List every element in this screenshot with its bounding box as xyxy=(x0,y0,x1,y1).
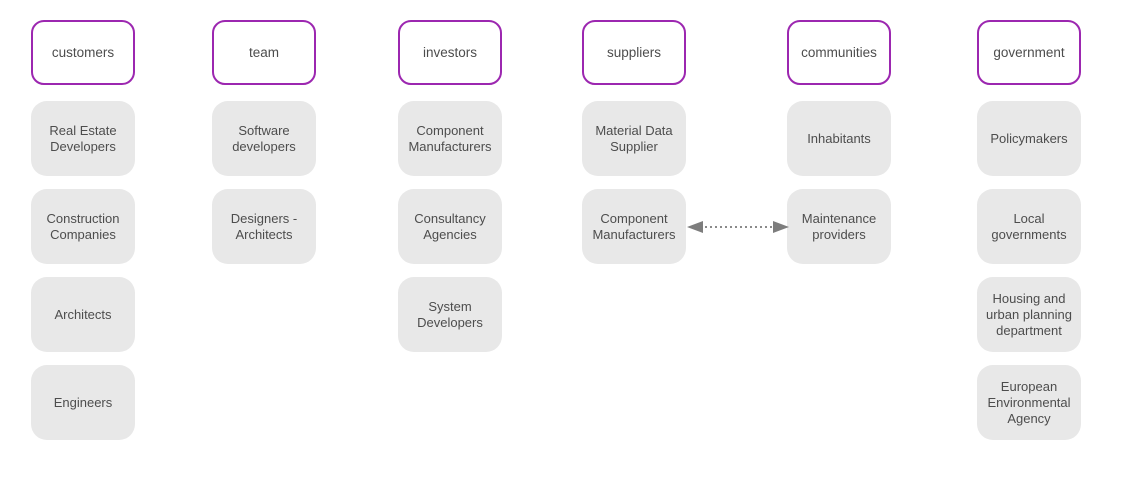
stakeholder-card[interactable]: Component Manufacturers xyxy=(582,189,686,264)
stakeholder-card[interactable]: Housing and urban planning department xyxy=(977,277,1081,352)
stakeholder-card[interactable]: Software developers xyxy=(212,101,316,176)
stakeholder-card-label: European Environmental Agency xyxy=(987,378,1071,426)
stakeholder-card-label: Inhabitants xyxy=(807,130,871,146)
group-header-label: suppliers xyxy=(606,45,662,60)
column-team: team Software developers Designers - Arc… xyxy=(212,20,316,277)
arrowhead-left xyxy=(687,221,703,233)
column-investors: investors Component Manufacturers Consul… xyxy=(398,20,502,365)
stakeholder-card-label: Material Data Supplier xyxy=(595,122,673,154)
stakeholder-card[interactable]: European Environmental Agency xyxy=(977,365,1081,440)
group-header-label: team xyxy=(248,45,279,60)
stakeholder-card[interactable]: Real Estate Developers xyxy=(31,101,135,176)
stakeholder-card-label: Architects xyxy=(54,306,112,322)
group-header-label: investors xyxy=(422,45,478,60)
column-communities: communities Inhabitants Maintenance prov… xyxy=(787,20,891,277)
group-header-communities[interactable]: communities xyxy=(787,20,891,85)
group-header-label: customers xyxy=(51,45,115,60)
stakeholder-card[interactable]: Inhabitants xyxy=(787,101,891,176)
group-header-suppliers[interactable]: suppliers xyxy=(582,20,686,85)
stakeholder-card-label: Construction Companies xyxy=(46,210,120,242)
stakeholder-card-label: Consultancy Agencies xyxy=(414,210,486,242)
stakeholder-card-label: Real Estate Developers xyxy=(49,122,117,154)
stakeholder-card[interactable]: Local governments xyxy=(977,189,1081,264)
group-header-label: government xyxy=(993,45,1065,60)
stakeholder-card-label: Component Manufacturers xyxy=(408,122,492,154)
arrowhead-right xyxy=(773,221,789,233)
stakeholder-card[interactable]: System Developers xyxy=(398,277,502,352)
stakeholder-card[interactable]: Policymakers xyxy=(977,101,1081,176)
column-customers: customers Real Estate Developers Constru… xyxy=(31,20,135,453)
stakeholder-card-label: System Developers xyxy=(417,298,483,330)
bidirectional-dotted-arrow[interactable] xyxy=(685,218,791,236)
stakeholder-card-label: Software developers xyxy=(232,122,296,154)
group-header-government[interactable]: government xyxy=(977,20,1081,85)
group-header-label: communities xyxy=(801,45,877,60)
group-header-investors[interactable]: investors xyxy=(398,20,502,85)
stakeholder-card[interactable]: Material Data Supplier xyxy=(582,101,686,176)
stakeholder-card-label: Component Manufacturers xyxy=(592,210,676,242)
stakeholder-card-label: Designers - Architects xyxy=(230,210,298,242)
stakeholder-card-label: Maintenance providers xyxy=(801,210,877,242)
stakeholder-card[interactable]: Architects xyxy=(31,277,135,352)
stakeholder-card-label: Policymakers xyxy=(990,130,1068,146)
column-government: government Policymakers Local government… xyxy=(977,20,1081,453)
stakeholder-card[interactable]: Component Manufacturers xyxy=(398,101,502,176)
column-suppliers: suppliers Material Data Supplier Compone… xyxy=(582,20,686,277)
stakeholder-card[interactable]: Construction Companies xyxy=(31,189,135,264)
stakeholder-card[interactable]: Consultancy Agencies xyxy=(398,189,502,264)
stakeholder-card[interactable]: Engineers xyxy=(31,365,135,440)
stakeholder-card[interactable]: Maintenance providers xyxy=(787,189,891,264)
stakeholder-card-label: Housing and urban planning department xyxy=(985,290,1073,338)
stakeholder-card-label: Local governments xyxy=(991,210,1067,242)
stakeholder-card[interactable]: Designers - Architects xyxy=(212,189,316,264)
group-header-customers[interactable]: customers xyxy=(31,20,135,85)
group-header-team[interactable]: team xyxy=(212,20,316,85)
stakeholder-card-label: Engineers xyxy=(53,394,113,410)
